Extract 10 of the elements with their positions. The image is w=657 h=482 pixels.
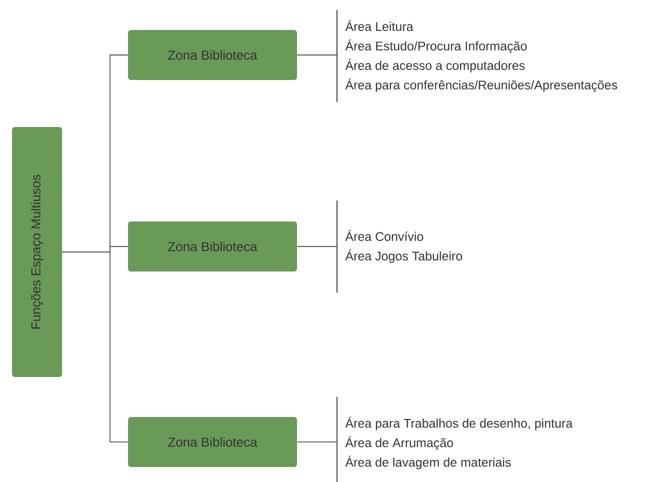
zone-box: Zona Biblioteca (128, 30, 297, 80)
text-list: Área Convívio Área Jogos Tabuleiro (345, 230, 462, 263)
connector-line (296, 54, 338, 56)
root-box: Funções Espaço Multiusos (12, 127, 62, 377)
zone-box: Zona Biblioteca (128, 416, 297, 467)
text-list: Área Leitura Área Estudo/Procura Informação Área de acesso a computadores Área para conferências/Reuniões/Apresentações (345, 20, 618, 92)
text-list: Área para Trabalhos de desenho, pintura Área de Arrumação Área de lavagem de materiais (345, 416, 573, 470)
connector-line (296, 246, 338, 247)
zone-box: Zona Biblioteca (128, 222, 297, 272)
connector-line (62, 252, 128, 442)
